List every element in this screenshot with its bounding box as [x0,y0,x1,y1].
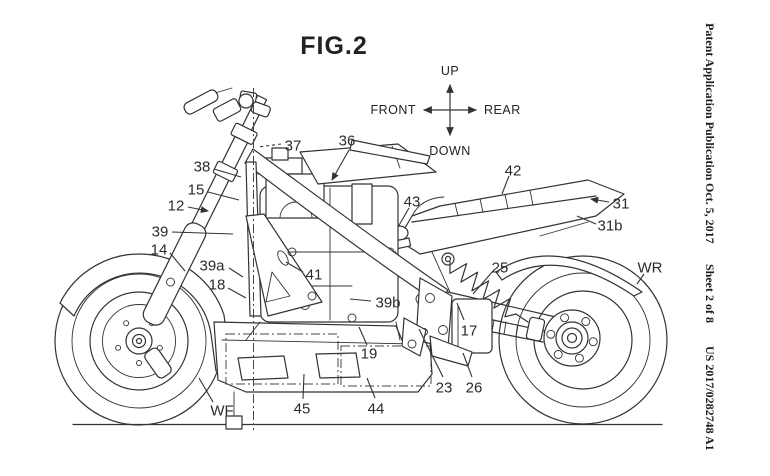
leader-WF [198,377,214,403]
sheet-number: Sheet 2 of 8 [703,264,717,323]
leader-12 [187,206,210,214]
callout-37: 37 [285,138,302,155]
leader-45 [302,373,305,400]
leader-41 [285,261,304,273]
callout-39a: 39a [199,258,225,275]
callout-15: 15 [188,182,205,199]
figure-title: FIG.2 [300,32,368,60]
callout-38: 38 [194,159,211,176]
leader-36 [331,149,350,181]
callout-45: 45 [294,401,311,418]
leader-19 [358,326,368,346]
callout-39: 39 [152,224,169,241]
publication-date: Oct. 5, 2017 [703,183,717,244]
leader-26 [462,352,473,378]
leader-44 [366,377,376,399]
callout-12: 12 [168,198,185,215]
leader-31 [589,196,610,204]
leader-39a [228,267,244,278]
publication-title: Patent Application Publication [703,23,717,181]
callout-14: 14 [151,242,168,259]
pivot-bracket [401,277,493,367]
orientation-down-label: DOWN [429,144,471,158]
callout-44: 44 [368,401,385,418]
callout-25: 25 [492,260,509,277]
leader-23 [418,328,444,378]
callout-WF: WF [210,403,233,420]
callout-26: 26 [466,380,483,397]
guard-plate [401,317,427,357]
fork-lower-clamp [212,160,239,183]
orientation-cross: UP DOWN FRONT REAR [370,64,520,158]
callout-18: 18 [209,277,226,294]
callout-36: 36 [339,133,356,150]
callout-17: 17 [461,323,478,340]
publication-header: Patent Application Publication Oct. 5, 2… [697,0,719,476]
front-brake-caliper [144,347,172,379]
fork-slider [142,222,207,326]
document-number: US 2017/0282748 A1 [703,346,717,451]
undertray [213,321,433,430]
leader-17 [456,302,465,321]
leader-37 [257,143,282,148]
leader-14 [169,252,186,272]
callout-23: 23 [436,380,453,397]
rear-wheel [498,255,668,425]
orientation-front-label: FRONT [370,103,416,117]
leader-39 [171,231,234,235]
callout-42: 42 [505,163,522,180]
callout-19: 19 [361,346,378,363]
leader-38 [213,168,242,178]
callout-43: 43 [404,194,421,211]
leader-39b [349,298,372,302]
orientation-up-label: UP [441,64,459,78]
callout-WR: WR [638,260,663,277]
leader-18 [227,287,247,299]
leader-WR [636,273,645,285]
rear-fender [495,255,643,297]
callout-41: 41 [306,267,323,284]
callout-31: 31 [613,196,630,213]
final-drive-housing [543,309,601,367]
callout-39b: 39b [375,295,400,312]
leader-15 [207,191,240,201]
leader-31b [576,215,597,225]
leader-25 [472,270,494,295]
handlebar-grip [183,89,219,115]
tail-cowl-battery-pack [388,179,625,255]
rear-shock-absorber [441,252,529,323]
leader-42 [501,175,510,195]
handlebar [183,87,271,122]
frame-side-plate [245,213,323,317]
orientation-rear-label: REAR [484,103,521,117]
leader-43 [397,207,410,228]
callout-31b: 31b [597,218,622,235]
